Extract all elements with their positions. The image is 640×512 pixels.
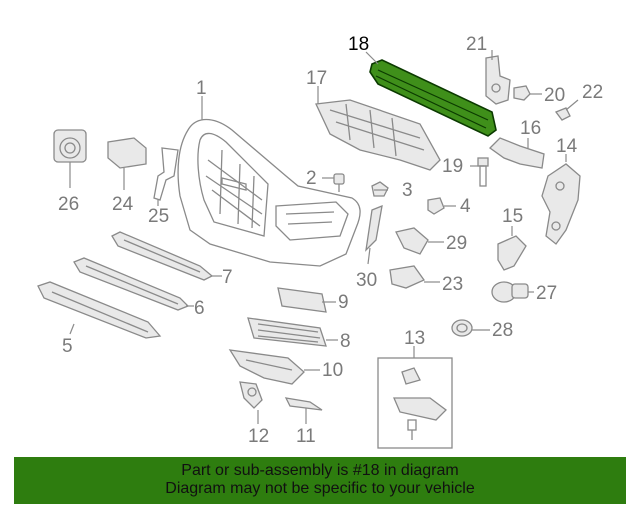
callout-3[interactable]: 3	[402, 180, 413, 201]
callout-8[interactable]: 8	[340, 331, 351, 352]
part-20-nut[interactable]	[513, 85, 531, 101]
callout-19[interactable]: 19	[442, 156, 463, 177]
part-15-bracket[interactable]	[497, 235, 527, 271]
part-2-screw[interactable]	[333, 173, 345, 192]
callout-7[interactable]: 7	[222, 267, 233, 288]
part-10-grille[interactable]	[228, 349, 305, 385]
callout-28[interactable]: 28	[492, 320, 513, 341]
callout-12[interactable]: 12	[248, 426, 269, 447]
callout-labels: 18 1 17 21 20 22 16 14 2 19 3 4 15 29 30…	[58, 34, 603, 447]
part-22-bolt[interactable]	[554, 107, 571, 121]
part-30-trim-strip[interactable]	[365, 204, 383, 252]
part-4-clip[interactable]	[427, 197, 445, 215]
callout-6[interactable]: 6	[194, 298, 205, 319]
callout-9[interactable]: 9	[338, 292, 349, 313]
callout-1[interactable]: 1	[196, 78, 207, 99]
part-8-grille[interactable]	[247, 317, 327, 347]
part-9-grille[interactable]	[277, 287, 327, 313]
callout-4[interactable]: 4	[460, 196, 471, 217]
part-3-clip[interactable]	[371, 181, 389, 197]
leader-lines	[69, 50, 579, 424]
banner-line-2: Diagram may not be specific to your vehi…	[165, 480, 475, 497]
callout-17[interactable]: 17	[306, 68, 327, 89]
callout-30[interactable]: 30	[356, 270, 377, 291]
callout-2[interactable]: 2	[306, 168, 317, 189]
callout-23[interactable]: 23	[442, 274, 463, 295]
part-19-bolt[interactable]	[477, 157, 489, 187]
callout-15[interactable]: 15	[502, 206, 523, 227]
callout-13[interactable]: 13	[404, 328, 425, 349]
part-23-cover[interactable]	[389, 265, 425, 289]
part-13-kit[interactable]	[377, 357, 453, 449]
callout-14[interactable]: 14	[556, 136, 578, 157]
part-5-spoiler[interactable]	[37, 281, 162, 339]
part-21-bracket[interactable]	[485, 55, 511, 105]
callout-18[interactable]: 18	[348, 34, 369, 55]
callout-24[interactable]: 24	[112, 194, 134, 215]
notice-banner: Part or sub-assembly is #18 in diagram D…	[14, 457, 626, 504]
part-12-cover[interactable]	[239, 381, 263, 409]
part-1-bumper-cover[interactable]	[177, 118, 361, 267]
part-25-bracket[interactable]	[153, 147, 179, 201]
callout-10[interactable]: 10	[322, 360, 343, 381]
part-11-strip[interactable]	[284, 397, 323, 411]
callout-27[interactable]: 27	[536, 283, 557, 304]
callout-11[interactable]: 11	[296, 426, 316, 447]
banner-line-1: Part or sub-assembly is #18 in diagram	[181, 462, 459, 479]
part-28-grommet[interactable]	[451, 319, 473, 337]
part-29-fog-lamp[interactable]	[395, 227, 429, 255]
callout-29[interactable]: 29	[446, 233, 467, 254]
part-7-lower-trim[interactable]	[111, 231, 214, 281]
part-27-sensor[interactable]	[491, 281, 529, 303]
part-17-upper-bracket[interactable]	[315, 99, 441, 171]
part-14-side-bracket[interactable]	[541, 163, 581, 245]
part-16-bracket[interactable]	[488, 137, 545, 169]
part-24-module[interactable]	[107, 137, 147, 169]
callout-5[interactable]: 5	[62, 336, 73, 357]
callout-16[interactable]: 16	[520, 118, 541, 139]
callout-22[interactable]: 22	[582, 82, 603, 103]
callout-20[interactable]: 20	[544, 85, 565, 106]
part-18-reinforcement-bar[interactable]	[369, 59, 497, 137]
callout-21[interactable]: 21	[466, 34, 487, 55]
callout-26[interactable]: 26	[58, 194, 79, 215]
callout-25[interactable]: 25	[148, 206, 169, 227]
part-26-horn[interactable]	[53, 129, 87, 163]
parts-diagram: 18 1 17 21 20 22 16 14 2 19 3 4 15 29 30…	[37, 34, 603, 449]
